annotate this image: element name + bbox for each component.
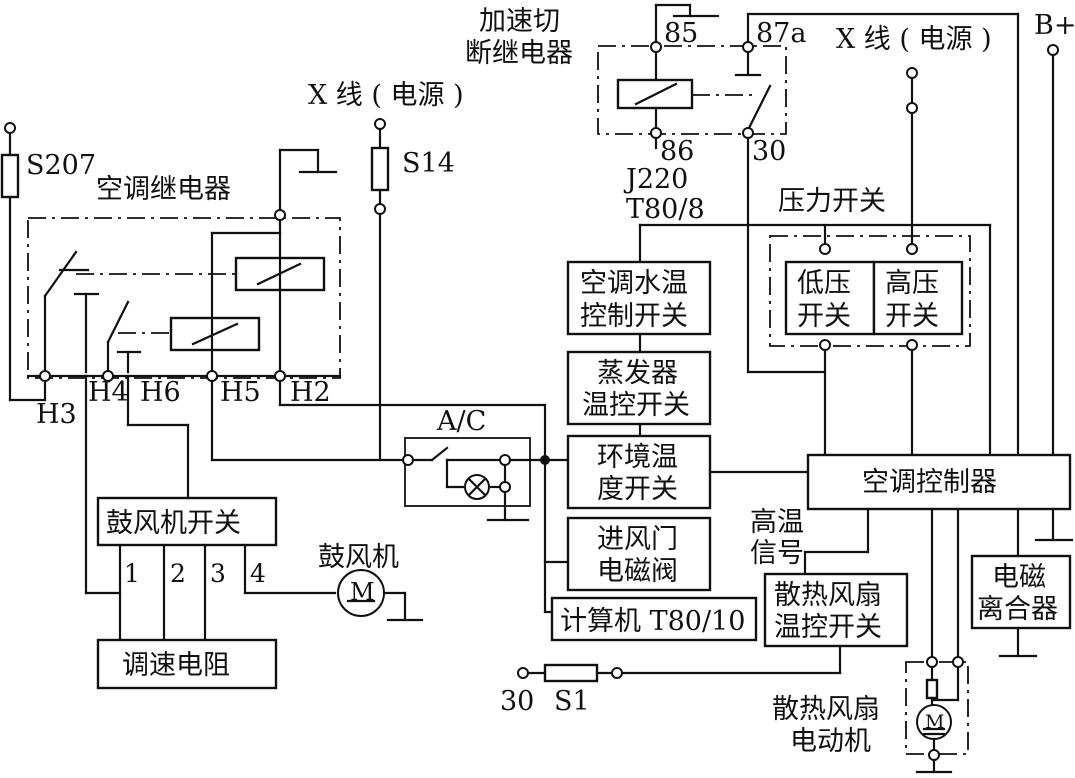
high-temp-l2: 信号 xyxy=(750,538,804,569)
fan-motor-icon: M xyxy=(916,704,952,740)
ambient-temp-switch xyxy=(566,434,712,510)
ac-relay-enclosure xyxy=(27,217,341,379)
computer-t80-10 xyxy=(550,596,758,642)
high-pressure-l2: 开关 xyxy=(885,301,939,332)
pressure-switch-label: 压力开关 xyxy=(778,186,886,217)
ac-controller xyxy=(806,453,1072,511)
cutoff-relay-label-1: 加速切 xyxy=(479,6,560,37)
fan-motor-enclosure xyxy=(905,661,969,755)
s207-fuse xyxy=(0,122,47,402)
fan-motor-l1: 散热风扇 xyxy=(772,694,880,725)
clutch-l1: 电磁 xyxy=(992,562,1046,593)
blower-motor-label: 鼓风机 xyxy=(318,542,399,573)
pin-85: 85 xyxy=(664,18,698,49)
ac-relay-label: 空调继电器 xyxy=(96,174,231,205)
ambient-l2: 度开关 xyxy=(597,474,678,505)
clutch-l2: 离合器 xyxy=(977,594,1058,625)
blower-pos-4: 4 xyxy=(250,559,266,588)
s1-label: S1 xyxy=(554,686,590,717)
x-line-right-label: X 线 ( 电源 ) xyxy=(836,24,992,55)
water-temp-switch xyxy=(566,260,712,336)
fan-temp-switch xyxy=(763,572,909,648)
ac-switch-label: A/C xyxy=(436,406,486,437)
b-plus-label: B+ xyxy=(1034,10,1075,41)
blower-pos-1: 1 xyxy=(124,559,140,588)
s14-label: S14 xyxy=(402,148,455,179)
blower-pos-2: 2 xyxy=(170,559,186,588)
pin-86: 86 xyxy=(660,136,694,167)
blower-pos-3: 3 xyxy=(210,559,226,588)
intake-l2: 电磁阀 xyxy=(597,556,678,587)
low-pressure-l1: 低压 xyxy=(797,268,851,299)
computer-label: 计算机 T80/10 xyxy=(560,606,745,637)
water-temp-l2: 控制开关 xyxy=(580,301,688,332)
fan-temp-l2: 温控开关 xyxy=(774,612,882,643)
speed-resistor xyxy=(96,638,278,690)
high-pressure-switch xyxy=(872,260,964,336)
relay-ground-symbol xyxy=(278,148,338,217)
low-pressure-l2: 开关 xyxy=(797,301,851,332)
ac-controller-label: 空调控制器 xyxy=(862,467,997,498)
blower-switch-label: 鼓风机开关 xyxy=(106,508,241,539)
terminal-h3: H3 xyxy=(36,399,77,430)
pin-87a: 87a xyxy=(756,18,806,49)
high-pressure-l1: 高压 xyxy=(885,268,939,299)
magnetic-clutch xyxy=(970,554,1072,630)
s14-fuse xyxy=(370,118,390,462)
cutoff-relay-label-2: 断继电器 xyxy=(465,38,573,69)
terminal-h6: H6 xyxy=(140,377,181,408)
low-pressure-switch xyxy=(784,260,876,336)
pin-30: 30 xyxy=(752,136,786,167)
terminal-h4: H4 xyxy=(88,377,129,408)
j220-label: J220 xyxy=(623,164,688,195)
s1-fuse xyxy=(543,663,599,683)
ac-indicator-lamp xyxy=(464,474,490,500)
fan-motor-l2: 电动机 xyxy=(790,726,871,757)
ac-switch-box xyxy=(404,437,531,507)
terminal-30: 30 xyxy=(500,686,534,717)
speed-resistor-label: 调速电阻 xyxy=(122,650,230,681)
x-line-left-label: X 线 ( 电源 ) xyxy=(308,80,464,111)
water-temp-l1: 空调水温 xyxy=(580,268,688,299)
terminal-h2: H2 xyxy=(290,377,331,408)
pressure-switch-enclosure xyxy=(769,235,971,347)
evaporator-temp-switch xyxy=(566,350,712,426)
high-temp-l1: 高温 xyxy=(750,507,804,538)
intake-door-valve xyxy=(566,516,712,592)
terminal-h5: H5 xyxy=(220,377,261,408)
blower-motor-symbol: M xyxy=(350,578,375,606)
blower-motor-icon: M xyxy=(337,569,424,622)
evap-l1: 蒸发器 xyxy=(597,358,678,389)
t80-8-label: T80/8 xyxy=(626,194,705,225)
evap-l2: 温控开关 xyxy=(582,390,690,421)
cutoff-relay-enclosure xyxy=(597,45,787,135)
ambient-l1: 环境温 xyxy=(597,442,678,473)
fan-temp-l1: 散热风扇 xyxy=(774,580,882,611)
fan-motor-symbol: M xyxy=(925,711,944,733)
s207-label: S207 xyxy=(26,150,96,181)
intake-l1: 进风门 xyxy=(597,524,678,555)
